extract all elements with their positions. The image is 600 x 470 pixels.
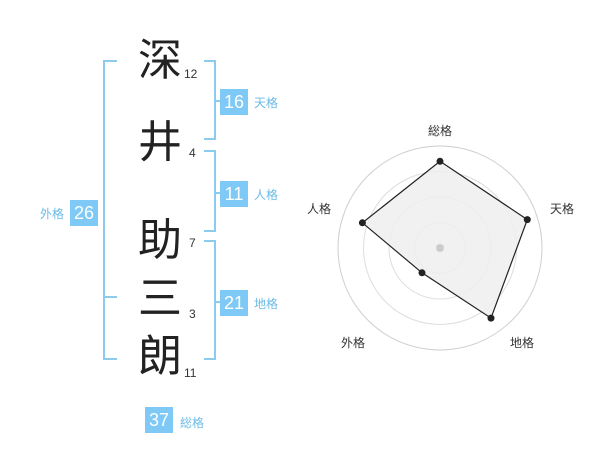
tenkaku-connector bbox=[216, 100, 222, 102]
tenkaku-label: 天格 bbox=[254, 96, 279, 110]
radar-axis-label-jinkaku: 人格 bbox=[307, 202, 332, 216]
radar-point-1 bbox=[436, 157, 444, 165]
chikaku-value: 21 bbox=[220, 290, 248, 316]
stroke-count-5: 11 bbox=[184, 366, 197, 380]
name-char-4: 三 bbox=[138, 273, 182, 324]
soukaku-value: 37 bbox=[145, 407, 173, 433]
name-char-1: 深 bbox=[138, 35, 182, 86]
radar-point-5 bbox=[358, 219, 366, 227]
tenkaku-value: 16 bbox=[220, 89, 248, 115]
radar-point-3 bbox=[487, 314, 495, 322]
radar-axis-label-soukaku: 総格 bbox=[428, 124, 453, 138]
name-char-2: 井 bbox=[138, 117, 182, 168]
radar-point-2 bbox=[523, 216, 531, 224]
stroke-count-4: 3 bbox=[189, 307, 196, 321]
radar-data-polygon bbox=[361, 160, 529, 320]
jinkaku-bracket bbox=[204, 150, 216, 232]
tenkaku-bracket bbox=[204, 60, 216, 140]
radar-point-4 bbox=[418, 269, 426, 277]
jinkaku-connector bbox=[216, 192, 222, 194]
soukaku-label: 総格 bbox=[180, 416, 205, 430]
chikaku-label: 地格 bbox=[254, 297, 279, 311]
radar-ring-4 bbox=[337, 145, 543, 351]
radar-axis-label-tenkaku: 天格 bbox=[550, 202, 575, 216]
jinkaku-label: 人格 bbox=[254, 188, 279, 202]
stroke-count-2: 4 bbox=[189, 146, 196, 160]
chikaku-connector bbox=[216, 301, 222, 303]
stroke-count-3: 7 bbox=[189, 236, 196, 250]
name-char-5: 朗 bbox=[138, 331, 182, 382]
radar-center-dot bbox=[436, 244, 444, 252]
gaikaku-connector-top bbox=[103, 296, 117, 298]
chikaku-bracket bbox=[204, 240, 216, 360]
radar-data-points bbox=[358, 157, 531, 322]
radar-axis-label-chikaku: 地格 bbox=[510, 336, 535, 350]
gaikaku-bracket bbox=[103, 60, 117, 360]
radar-axis-label-gaikaku: 外格 bbox=[341, 336, 366, 350]
name-char-3: 助 bbox=[138, 215, 182, 266]
gaikaku-label: 外格 bbox=[40, 207, 65, 221]
jinkaku-value: 11 bbox=[220, 181, 248, 207]
stroke-count-1: 12 bbox=[184, 67, 198, 81]
gaikaku-value: 26 bbox=[70, 200, 98, 226]
